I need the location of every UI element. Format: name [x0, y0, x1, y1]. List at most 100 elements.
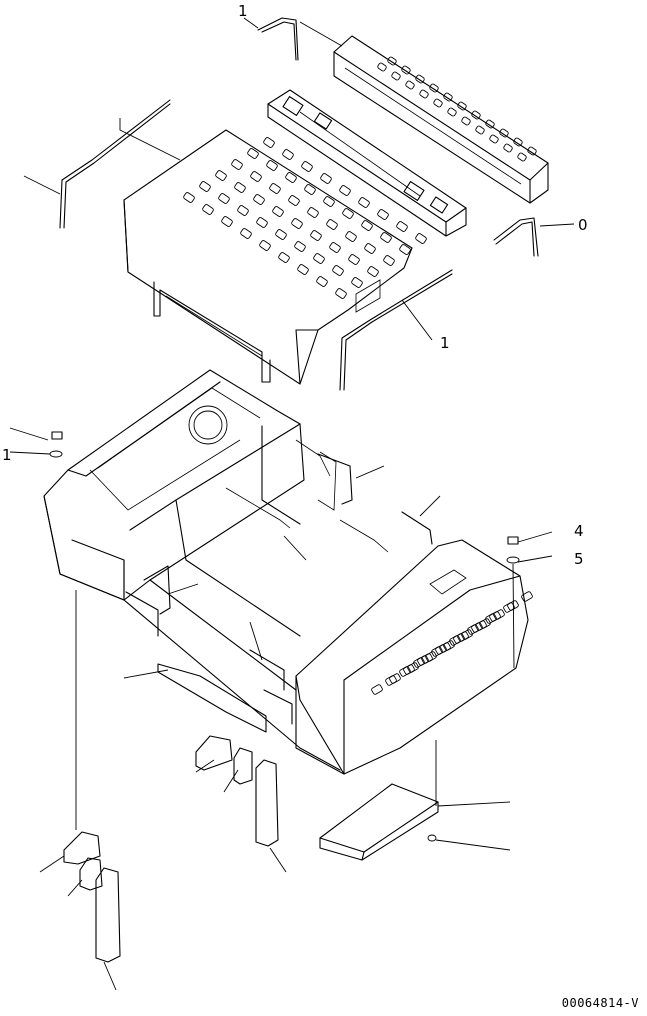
callout-1-left: 1: [2, 446, 12, 464]
bolts-washers: [49, 431, 520, 842]
hinge-bracket-rail: [267, 89, 467, 237]
leader-lines: [9, 17, 575, 991]
vent-slot: [351, 277, 363, 288]
vent-slot: [377, 209, 389, 220]
vent-slot: [431, 646, 443, 657]
vent-slot: [396, 221, 408, 232]
vent-slot: [301, 161, 313, 172]
vent-slot: [231, 159, 243, 170]
vent-slot: [240, 228, 252, 239]
vent-slot: [253, 194, 265, 205]
vent-slot: [517, 152, 527, 162]
vent-slot: [387, 56, 397, 66]
vent-slot: [399, 666, 411, 677]
vent-slot: [250, 171, 262, 182]
vent-slot: [323, 196, 335, 207]
vent-slot: [413, 657, 425, 668]
vent-slot: [405, 80, 415, 90]
vent-slot: [489, 134, 499, 144]
vent-slot: [348, 254, 360, 265]
vent-slot: [247, 148, 259, 159]
vent-slot: [443, 92, 453, 102]
vent-slot: [471, 110, 481, 120]
vent-slot: [385, 675, 397, 686]
vent-slot: [304, 184, 316, 195]
vent-slot: [457, 101, 467, 111]
vent-slot: [345, 231, 357, 242]
vent-slot: [415, 233, 427, 244]
vent-slot: [288, 195, 300, 206]
vent-slot: [342, 208, 354, 219]
vent-slot: [521, 591, 533, 602]
vent-slot: [259, 240, 271, 251]
callout-1-mid: 1: [440, 334, 450, 352]
vent-slot: [278, 252, 290, 263]
vent-slot: [358, 197, 370, 208]
vent-slot: [415, 74, 425, 84]
vent-slot: [383, 255, 395, 266]
rear-top-cover: [333, 35, 549, 204]
callout-1-top: 1: [238, 2, 248, 20]
vent-slot: [285, 172, 297, 183]
vent-slot: [234, 182, 246, 193]
vent-slot: [332, 265, 344, 276]
vent-slot: [527, 146, 537, 156]
main-engine-hood: [43, 369, 533, 775]
vent-slot: [461, 116, 471, 126]
vent-slot: [447, 107, 457, 117]
vent-slot: [237, 205, 249, 216]
vent-slot: [183, 192, 195, 203]
vent-slot: [320, 173, 332, 184]
vent-slot: [218, 193, 230, 204]
top-hood-panel: [123, 129, 427, 385]
vent-slot: [291, 218, 303, 229]
vent-slot: [485, 613, 497, 624]
vent-slot: [467, 624, 479, 635]
vent-slot: [391, 71, 401, 81]
vent-slot: [199, 181, 211, 192]
vent-slot: [433, 98, 443, 108]
vent-slot: [377, 62, 387, 72]
vent-slot: [364, 243, 376, 254]
vent-slot: [316, 276, 328, 287]
vent-slot: [367, 266, 379, 277]
vent-slot: [263, 137, 275, 148]
vent-slot: [475, 125, 485, 135]
vent-slot: [294, 241, 306, 252]
vent-slot: [282, 149, 294, 160]
seal-pads: [63, 663, 439, 963]
drawing-id-label: 00064814-V: [561, 996, 639, 1010]
vent-slot: [419, 89, 429, 99]
vent-slot: [313, 253, 325, 264]
vent-slot: [221, 216, 233, 227]
vent-slot: [380, 232, 392, 243]
vent-slot: [307, 207, 319, 218]
vent-slot: [371, 684, 383, 695]
callout-0-right: 0: [578, 216, 588, 234]
vent-slot: [215, 170, 227, 181]
callout-4: 4: [574, 522, 584, 540]
hood-seal-strips: [59, 17, 539, 391]
vent-slot: [297, 264, 309, 275]
vent-slot: [429, 83, 439, 93]
vent-slot: [329, 242, 341, 253]
vent-slot: [326, 219, 338, 230]
vent-slot: [361, 220, 373, 231]
vent-slot: [401, 65, 411, 75]
vent-slot: [449, 635, 461, 646]
vent-slot: [266, 160, 278, 171]
vent-slot: [335, 288, 347, 299]
vent-slot: [256, 217, 268, 228]
vent-slot: [499, 128, 509, 138]
vent-slot: [202, 204, 214, 215]
callout-5: 5: [574, 550, 584, 568]
vent-slot: [269, 183, 281, 194]
vent-slot: [503, 143, 513, 153]
vent-slot: [275, 229, 287, 240]
vent-slot: [339, 185, 351, 196]
vent-slot: [513, 137, 523, 147]
vent-slot: [272, 206, 284, 217]
vent-slot: [399, 244, 411, 255]
